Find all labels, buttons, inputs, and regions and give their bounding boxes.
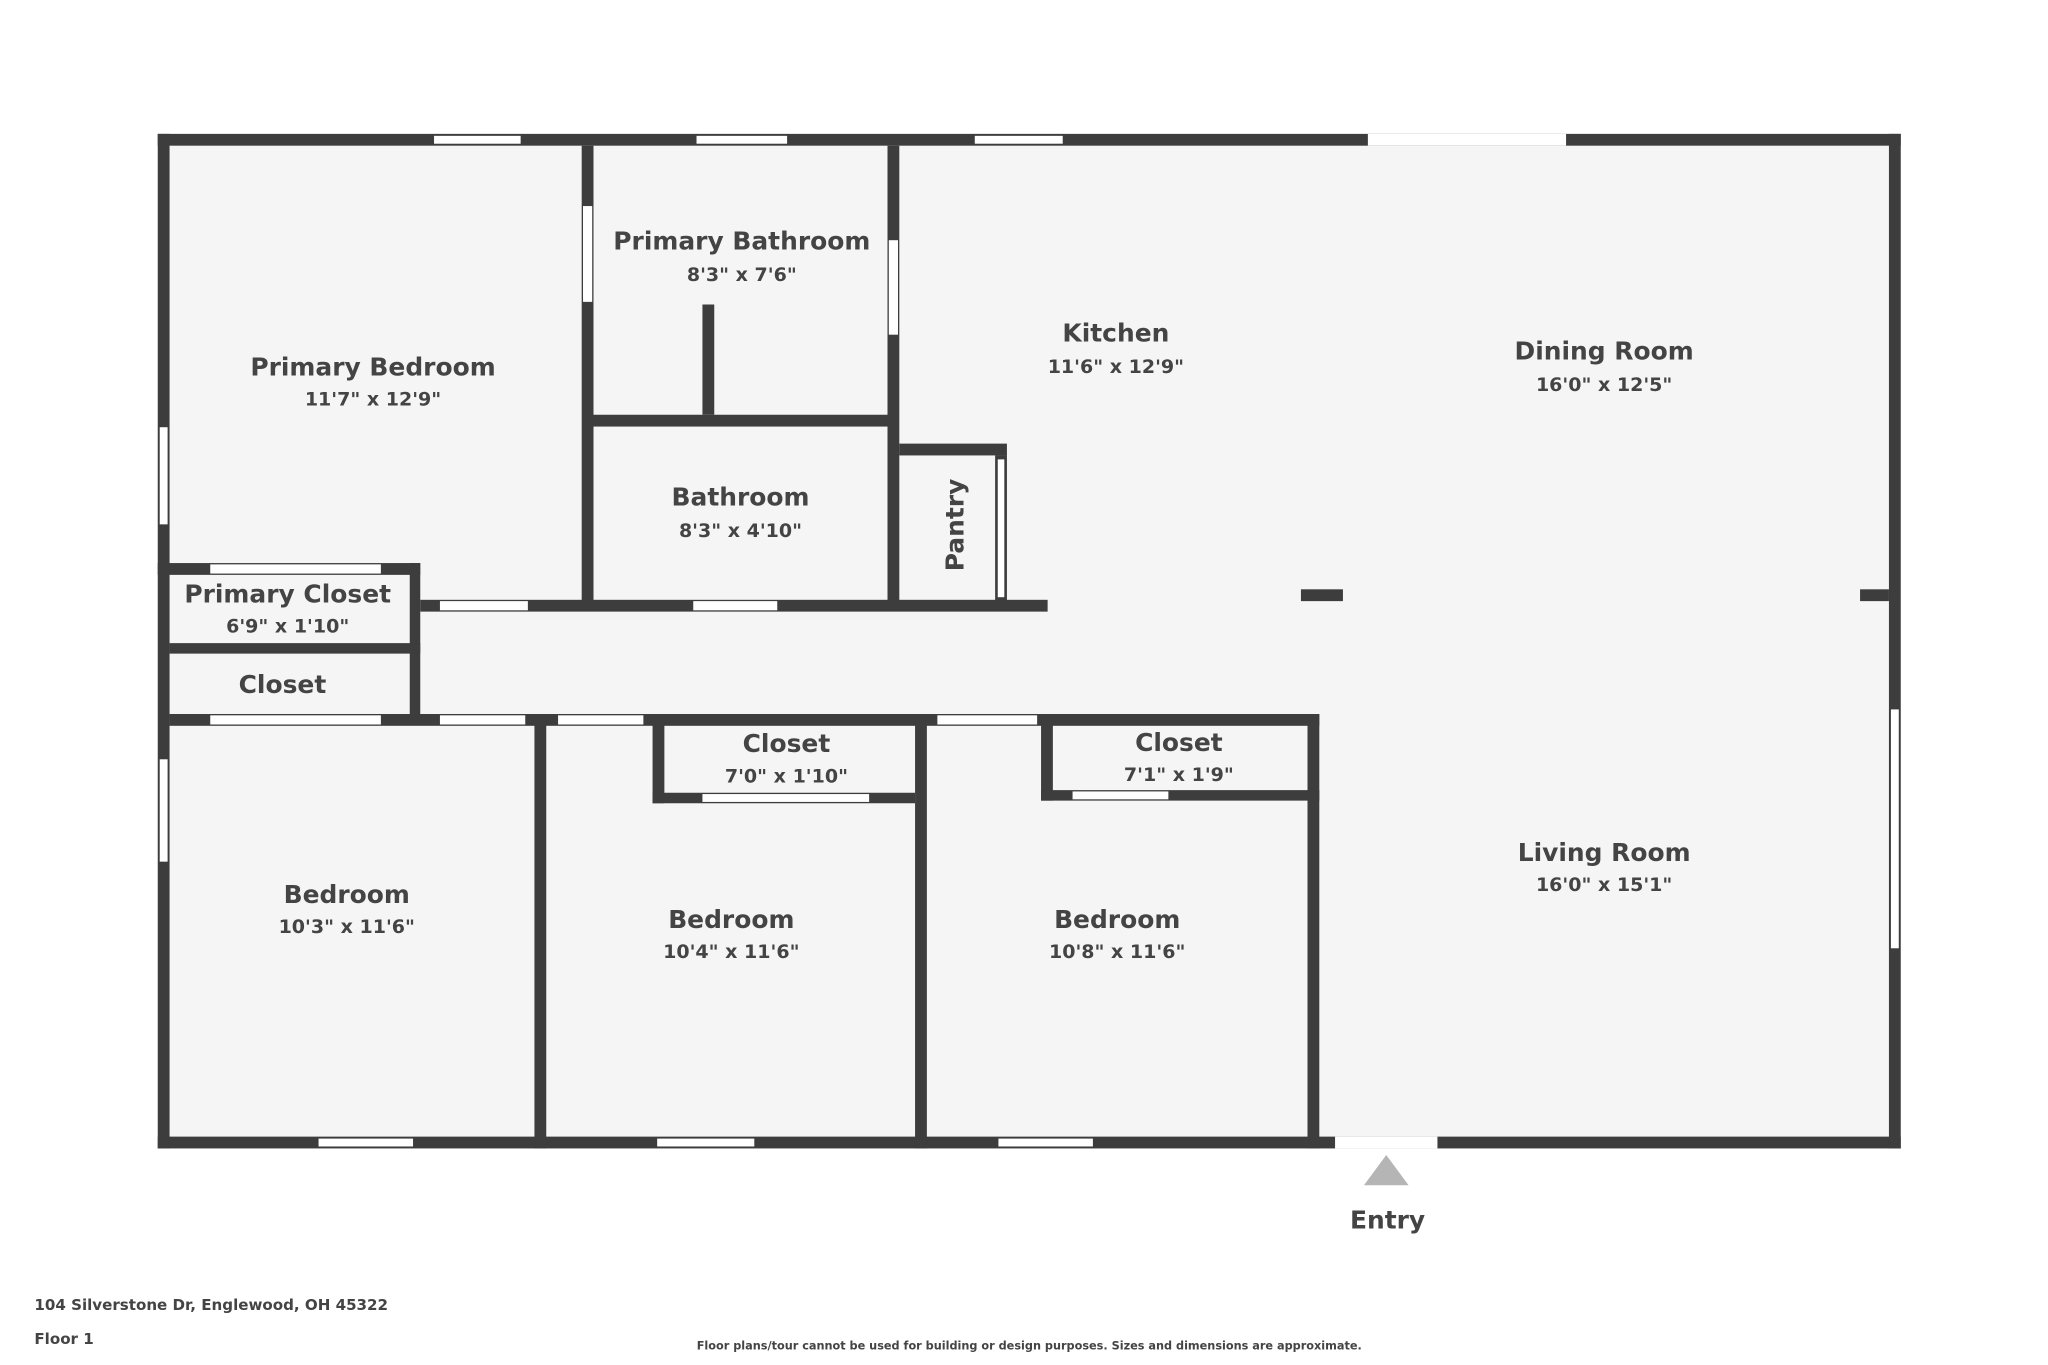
room-pantry-name: Pantry: [941, 479, 970, 572]
room-bedroom-2-dim: 10'4" x 11'6": [663, 941, 799, 963]
room-primary-closet-name: Primary Closet: [184, 579, 391, 608]
entry-arrow-icon: [1363, 1155, 1409, 1186]
room-primary-bathroom-name: Primary Bathroom: [613, 226, 870, 255]
room-kitchen-name: Kitchen: [1062, 318, 1169, 347]
room-living-room-name: Living Room: [1518, 838, 1691, 867]
room-bathroom-dim: 8'3" x 4'10": [679, 520, 802, 542]
entry-label: Entry: [1350, 1206, 1425, 1235]
room-kitchen-dim: 11'6" x 12'9": [1048, 356, 1184, 378]
room-bathroom-name: Bathroom: [672, 482, 810, 511]
room-bedroom-1-name: Bedroom: [284, 880, 410, 909]
room-bedroom-1-dim: 10'3" x 11'6": [279, 916, 415, 938]
floor-label: Floor 1: [34, 1330, 93, 1348]
room-dining-room-name: Dining Room: [1515, 337, 1694, 366]
room-closet-1-dim: 7'0" x 1'10": [725, 765, 848, 787]
room-closet-1-name: Closet: [743, 729, 831, 758]
room-dining-room-dim: 16'0" x 12'5": [1536, 374, 1672, 396]
disclaimer: Floor plans/tour cannot be used for buil…: [697, 1339, 1362, 1352]
room-primary-bedroom-name: Primary Bedroom: [250, 352, 495, 381]
room-bedroom-2-name: Bedroom: [668, 905, 794, 934]
windows: [158, 134, 1901, 1148]
room-bedroom-3-name: Bedroom: [1054, 905, 1180, 934]
room-primary-bedroom-dim: 11'7" x 12'9": [305, 389, 441, 411]
address: 104 Silverstone Dr, Englewood, OH 45322: [34, 1296, 388, 1314]
room-bedroom-3-dim: 10'8" x 11'6": [1049, 941, 1185, 963]
floor-area: [157, 133, 1901, 1149]
room-primary-closet-dim: 6'9" x 1'10": [226, 616, 349, 638]
door-openings: [210, 133, 1567, 1149]
room-living-room-dim: 16'0" x 15'1": [1536, 874, 1672, 896]
room-closet-2-dim: 7'1" x 1'9": [1124, 764, 1234, 786]
room-primary-bathroom-dim: 8'3" x 7'6": [687, 264, 797, 286]
room-closet-2-name: Closet: [1135, 728, 1223, 757]
room-closet-hall-name: Closet: [239, 670, 327, 699]
